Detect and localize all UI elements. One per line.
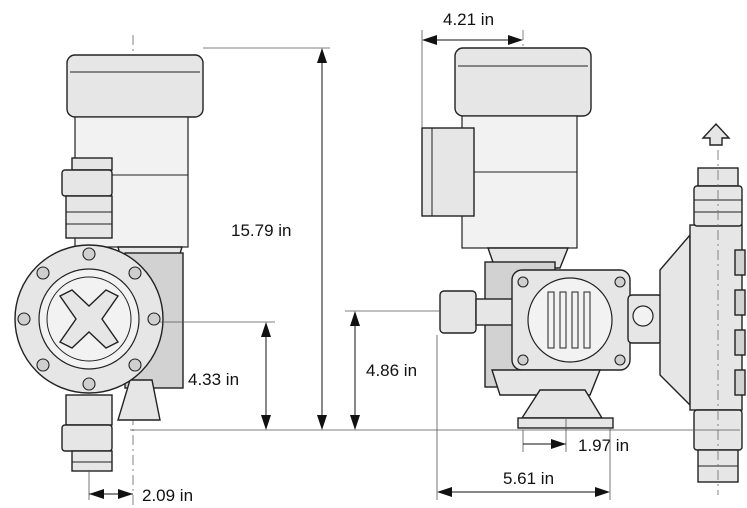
- left-offset-label: 2.09 in: [142, 486, 193, 505]
- right-port-height-label: 4.86 in: [366, 361, 417, 380]
- dim-left-offset: 2.09 in: [88, 470, 193, 505]
- right-pump-view: [421, 30, 746, 495]
- gearbox-ribs: [547, 291, 591, 349]
- base-width-label: 5.61 in: [503, 469, 554, 488]
- dim-overall-height: 15.79 in: [203, 47, 330, 430]
- up-arrow-icon: [701, 122, 731, 146]
- dim-base-width: 5.61 in: [436, 335, 611, 500]
- foot-offset-label: 1.97 in: [578, 436, 629, 455]
- overall-height-label: 15.79 in: [231, 221, 292, 240]
- dim-left-port-height: 4.33 in: [160, 321, 275, 430]
- left-pump-view: [14, 35, 204, 505]
- top-width-label: 4.21 in: [443, 10, 494, 29]
- dim-foot-offset: 1.97 in: [522, 418, 629, 455]
- dim-top-width: 4.21 in: [421, 10, 523, 128]
- dim-right-port-height: 4.86 in: [345, 310, 440, 430]
- left-port-height-label: 4.33 in: [188, 370, 239, 389]
